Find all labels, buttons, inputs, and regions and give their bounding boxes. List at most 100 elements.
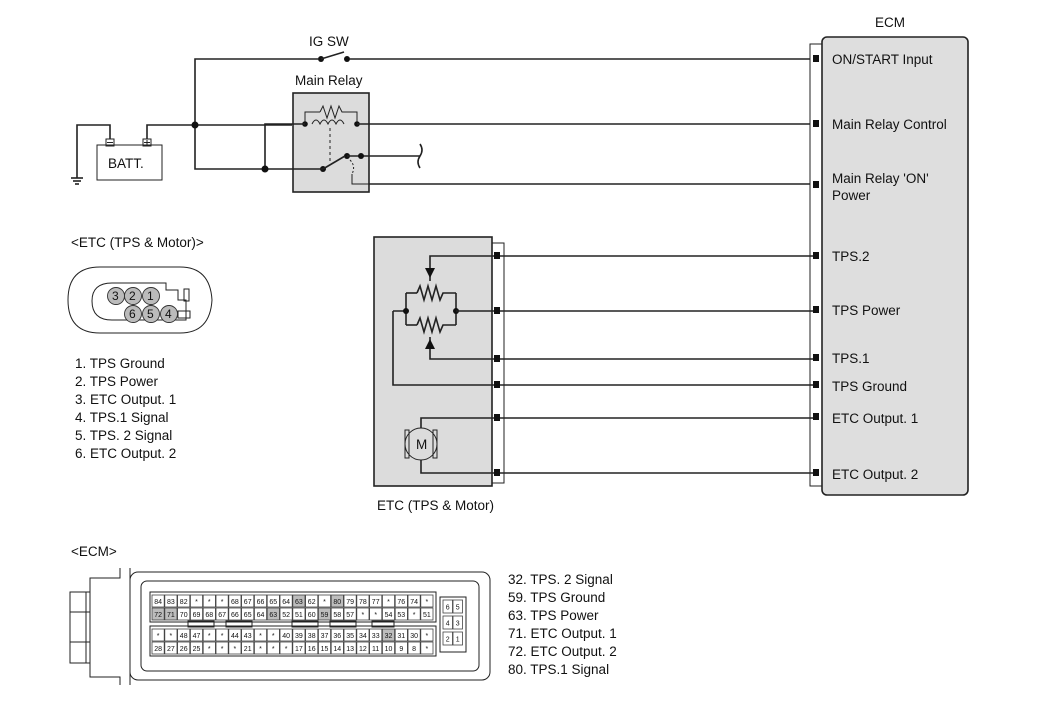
ecm-pin-main-relay-control: Main Relay Control [832, 117, 947, 132]
motor-label: M [416, 437, 427, 452]
etc-connector-title: <ETC (TPS & Motor)> [71, 235, 204, 250]
ecm-pin-number: 74 [410, 599, 418, 606]
ecm-pin-cell [177, 607, 191, 621]
ig-switch: IG SW [309, 34, 810, 62]
etc-caption: ETC (TPS & Motor) [377, 498, 494, 513]
ecm-pin-number: 47 [193, 633, 201, 640]
ecm-pin-cell [241, 628, 255, 642]
ecm-pin-number: * [362, 612, 365, 619]
ecm-pin-number: 76 [397, 599, 405, 606]
ecm-pin-number: 9 [399, 646, 403, 653]
ecm-pin-number: * [387, 599, 390, 606]
ecm-pin-cell [164, 641, 178, 655]
ecm-pin-number: 39 [295, 633, 303, 640]
ecm-pin-cell [266, 607, 280, 621]
ecm-connector-face [69, 568, 491, 685]
ecm-pin-cell [189, 607, 203, 621]
ecm-small-pin-cell [442, 631, 453, 646]
ecm-pin-number: 62 [308, 599, 316, 606]
ecm-pin-cell [407, 594, 421, 608]
ecm-pin-number: * [234, 646, 237, 653]
ecm-pin-number: 63 [295, 599, 303, 606]
ecm-pin-cell [279, 607, 293, 621]
ecm-pin-cell [394, 607, 408, 621]
ecm-pin-number: 10 [385, 646, 393, 653]
ecm-pin-number: 33 [372, 633, 380, 640]
ecm-pin-number: 72 [154, 612, 162, 619]
ecm-pin-number: 17 [295, 646, 303, 653]
ecm-box [821, 36, 969, 496]
ecm-pin-number: 43 [244, 633, 252, 640]
ecm-pin-number: * [374, 612, 377, 619]
etc-pin-list: 1. TPS Ground 2. TPS Power 3. ETC Output… [75, 356, 176, 461]
ecm-pin-cell [189, 594, 203, 608]
etc-pin-list-item: 1. TPS Ground [75, 356, 165, 371]
ecm-pin-cell [202, 594, 216, 608]
ecm-pin-cell [215, 628, 229, 642]
ecm-pin-number: * [323, 599, 326, 606]
ecm-pin-cell [369, 594, 383, 608]
ecm-pin-cell [317, 594, 331, 608]
ecm-pin-number: 80 [333, 599, 341, 606]
ecm-pin-number: * [272, 633, 275, 640]
ecm-pin-cell [279, 594, 293, 608]
ecm-pin-number: 12 [359, 646, 367, 653]
ecm-pin-tps-ground: TPS Ground [832, 379, 907, 394]
ecm-small-pin-cell [452, 599, 463, 614]
ecm-title: ECM [875, 15, 905, 30]
ecm-pin-number: 27 [167, 646, 175, 653]
ecm-pin-tps1: TPS.1 [832, 351, 870, 366]
ecm-pin-on-start-input: ON/START Input [832, 52, 933, 67]
ecm-pin-number: 31 [397, 633, 405, 640]
ecm-pin-cell [151, 628, 165, 642]
ecm-pin-number: 28 [154, 646, 162, 653]
etc-pin-5: 5 [147, 307, 154, 321]
ecm-pin-number: 82 [180, 599, 188, 606]
ecm-pin-cell [394, 594, 408, 608]
ecm-pin-cell [381, 628, 395, 642]
ecm-pin-number: * [272, 646, 275, 653]
ecm-pin-number: * [221, 633, 224, 640]
ecm-pin-number: 37 [321, 633, 329, 640]
relay-wiring [264, 123, 810, 185]
ecm-pin-cell [381, 607, 395, 621]
ecm-pin-number: * [285, 646, 288, 653]
ecm-pin-number: * [195, 599, 198, 606]
ecm-pin-number: 68 [231, 599, 239, 606]
etc-pin-1: 1 [147, 289, 154, 303]
ecm-small-pin-number: 4 [446, 621, 450, 628]
ecm-pin-cell [241, 594, 255, 608]
ecm-pin-cell [317, 628, 331, 642]
ecm-pin-cell [317, 641, 331, 655]
ecm-pin-cell [189, 628, 203, 642]
ecm-pin-list: 32. TPS. 2 Signal 59. TPS Ground 63. TPS… [508, 572, 617, 677]
ecm-pin-cell [279, 628, 293, 642]
ecm-pin-cell [164, 628, 178, 642]
ecm-pin-number: * [221, 599, 224, 606]
ecm-pin-cell [266, 594, 280, 608]
ecm-pin-cell [164, 594, 178, 608]
ecm-pin-cell [330, 641, 344, 655]
ecm-pin-number: 36 [333, 633, 341, 640]
etc-connector-pins: 3 2 1 6 5 4 [107, 287, 178, 323]
ecm-pin-list-item: 32. TPS. 2 Signal [508, 572, 613, 587]
ecm-pin-cell [292, 628, 306, 642]
ecm-pin-cell [292, 607, 306, 621]
ecm-pin-number: 70 [180, 612, 188, 619]
ecm-pin-cell [151, 607, 165, 621]
ecm-pin-cell [394, 641, 408, 655]
ecm-pin-number: 51 [295, 612, 303, 619]
ecm-pin-number: * [208, 633, 211, 640]
ecm-pin-number: 14 [333, 646, 341, 653]
ecm-pin-cell [369, 628, 383, 642]
ecm-pin-number: * [426, 646, 429, 653]
ecm-pin-cell [420, 594, 434, 608]
ecm-pin-number: 16 [308, 646, 316, 653]
ecm-pin-number: 67 [218, 612, 226, 619]
ecm-small-pin-cell [442, 615, 453, 630]
junction-dot [261, 165, 269, 173]
ecm-pin-cell [292, 641, 306, 655]
ecm-pin-main-relay-on: Main Relay 'ON' [832, 171, 929, 186]
ecm-pin-cell [356, 594, 370, 608]
